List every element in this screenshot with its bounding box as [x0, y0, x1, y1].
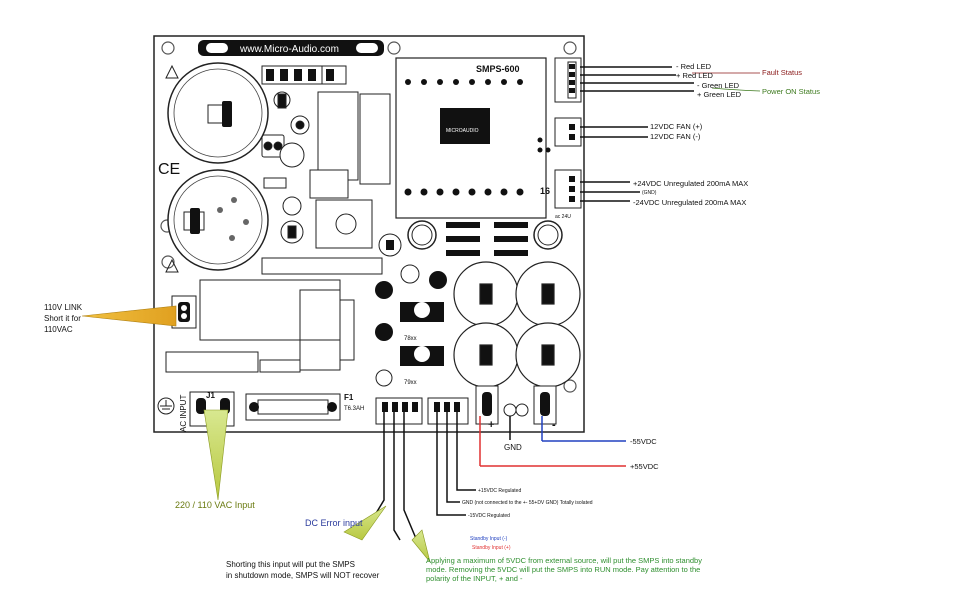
aux-24v-connector: ac 24U — [554, 169, 582, 220]
unreg-minus-label: -24VDC Unregulated 200mA MAX — [633, 198, 746, 207]
unreg-plus-label: +24VDC Unregulated 200mA MAX — [633, 179, 748, 188]
module-number: 16 — [540, 186, 550, 196]
svg-text:ac 24U: ac 24U — [555, 214, 571, 220]
warning-icon — [165, 64, 179, 273]
svg-text:J1: J1 — [206, 391, 215, 400]
standby-arrow — [411, 529, 431, 563]
callout-wires — [371, 66, 694, 549]
bulk-capacitor-bottom — [167, 169, 269, 271]
dc-error-header — [375, 397, 423, 425]
plus-15v-label: +15VDC Regulated — [478, 488, 521, 494]
module-pins — [404, 79, 551, 196]
red-led-plus-label: + Red LED — [676, 71, 713, 80]
voltage-regulators: 78xx 79xx — [375, 264, 447, 387]
standby-note-line1: Applying a maximum of 5VDC from external… — [426, 556, 702, 565]
filter-section — [165, 279, 355, 373]
link-110v-line1: 110V LINK — [44, 303, 83, 312]
svg-text:79xx: 79xx — [404, 380, 417, 386]
header-bar — [198, 40, 384, 56]
link-110v-line2: Short it for — [44, 314, 81, 323]
svg-text:+: + — [488, 419, 494, 431]
ac-input-label: AC INPUT — [179, 395, 188, 432]
fan-connector — [554, 117, 582, 147]
transistor-cans — [378, 220, 563, 257]
fault-status-label: Fault Status — [762, 68, 802, 77]
ac-input-arrow — [203, 409, 229, 501]
minus-15v-label: -15VDC Regulated — [468, 513, 510, 519]
board-url: www.Micro-Audio.com — [239, 44, 339, 55]
module-name: SMPS-600 — [476, 64, 520, 74]
link-arrow — [81, 305, 177, 327]
green-led-plus-label: + Green LED — [697, 90, 742, 99]
standby-plus-label: Standby Input (+) — [472, 545, 511, 551]
terminal-strip — [261, 65, 347, 85]
ground-symbol-icon — [157, 397, 175, 415]
shutdown-note-line2: in shutdown mode, SMPS will NOT recover — [226, 571, 380, 580]
components-mid-left — [261, 91, 391, 275]
unreg-gnd-label: (GND) — [642, 190, 657, 196]
gnd-label: GND — [504, 443, 522, 452]
ac-input-callout: 220 / 110 VAC Input — [175, 500, 255, 510]
main-output-terminals: + - — [475, 385, 557, 431]
svg-text:T6.3AH: T6.3AH — [344, 406, 364, 412]
link-110v-line3: 110VAC — [44, 325, 73, 334]
plus-55v-label: +55VDC — [630, 462, 659, 471]
rectifier-block — [446, 222, 528, 256]
dc-error-arrow — [343, 505, 387, 541]
regulated-header — [427, 397, 469, 425]
standby-minus-label: Standby Input (-) — [470, 536, 508, 542]
fan-plus-label: 12VDC FAN (+) — [650, 122, 703, 131]
red-led-minus-label: - Red LED — [676, 62, 712, 71]
dc-error-label: DC Error input — [305, 518, 363, 528]
svg-text:-: - — [552, 419, 556, 431]
standby-note-line3: polarity of the INPUT, + and - — [426, 574, 523, 583]
svg-text:MICROAUDIO: MICROAUDIO — [446, 128, 479, 134]
mounting-holes — [160, 41, 577, 393]
power-on-status-label: Power ON Status — [762, 87, 820, 96]
standby-note-line2: mode. Removing the 5VDC will put the SMP… — [426, 565, 700, 574]
led-connector — [554, 57, 582, 103]
svg-text:F1: F1 — [344, 393, 354, 402]
bulk-capacitor-top — [167, 62, 269, 164]
minus-55v-label: -55VDC — [630, 437, 657, 446]
gnd-isolated-label: GND (not connected to the +- 55+DV GND) … — [462, 500, 593, 506]
fan-minus-label: 12VDC FAN (-) — [650, 132, 701, 141]
output-capacitors — [453, 261, 581, 388]
shutdown-note-line1: Shorting this input will put the SMPS — [226, 560, 355, 569]
module-logo — [440, 108, 490, 144]
svg-text:78xx: 78xx — [404, 336, 417, 342]
ce-mark: CE — [158, 161, 180, 178]
green-led-minus-label: - Green LED — [697, 81, 740, 90]
fuse-holder: F1 T6.3AH — [245, 393, 364, 421]
